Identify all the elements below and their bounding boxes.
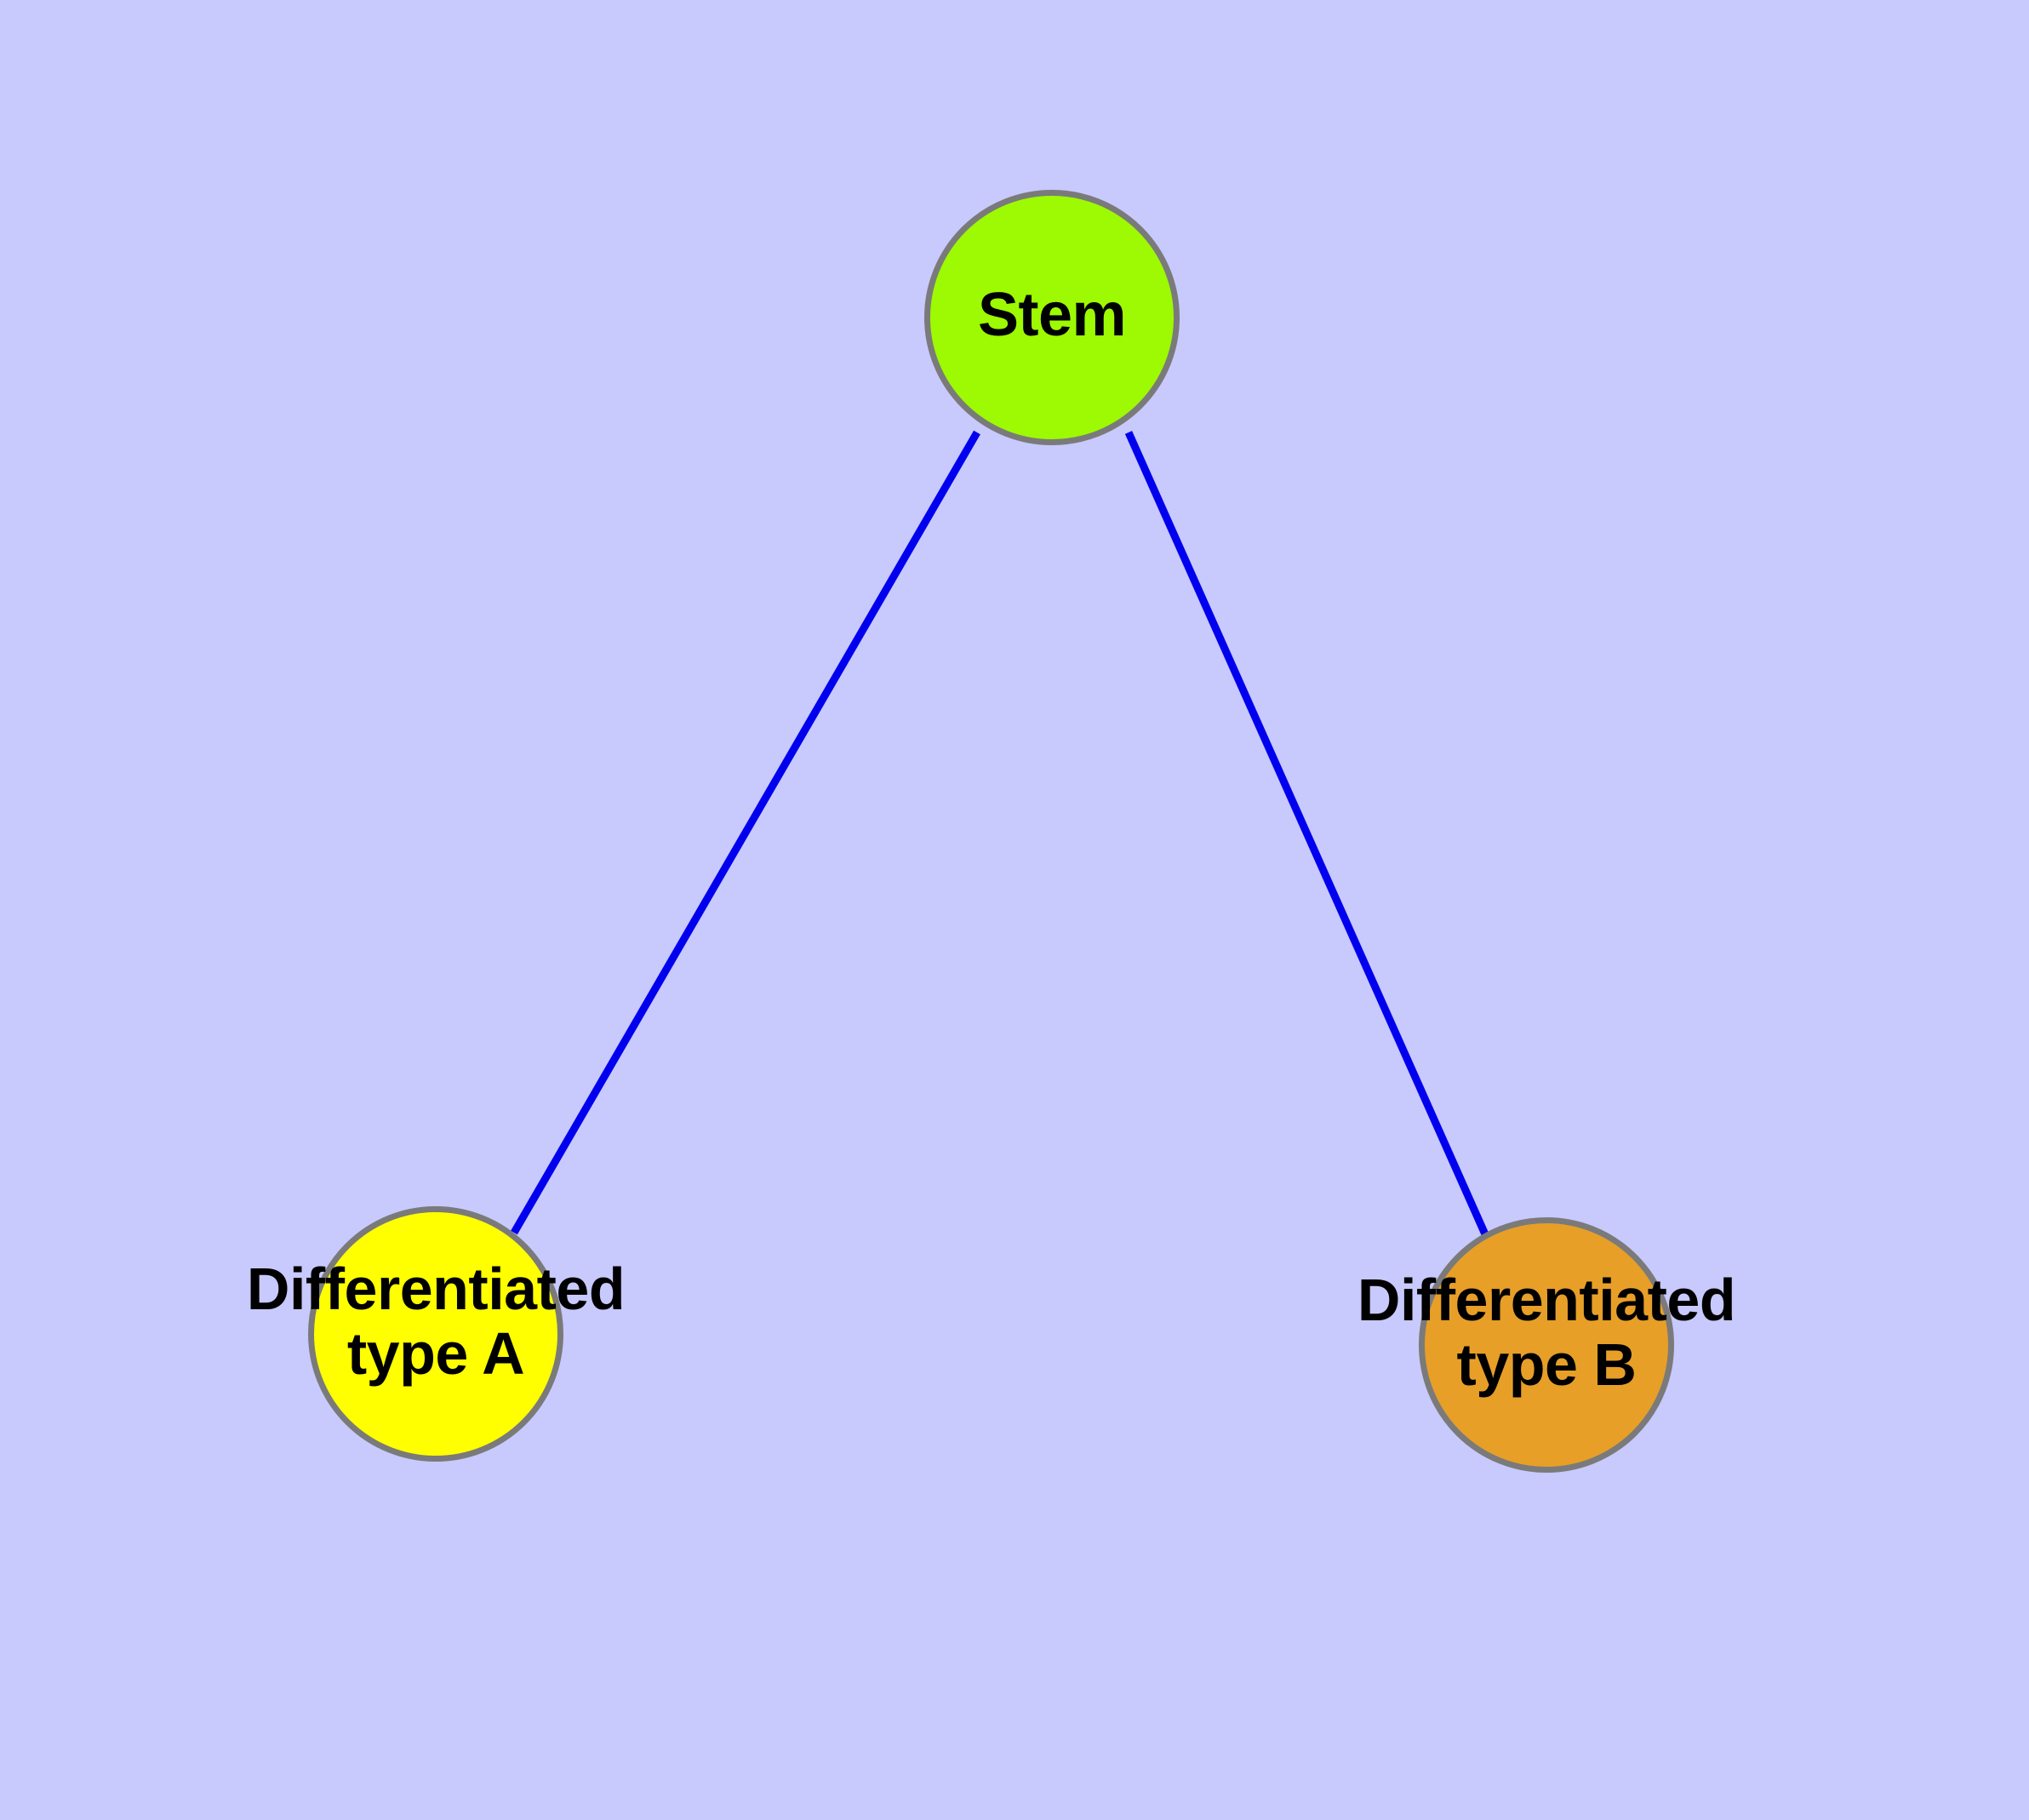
node-stem[interactable] <box>924 190 1180 445</box>
edge-stem-to-differentiated-b[interactable] <box>1124 431 1489 1236</box>
edge-stem-to-differentiated-a[interactable] <box>511 430 980 1235</box>
node-differentiated-type-b[interactable] <box>1419 1217 1674 1473</box>
node-differentiated-type-a[interactable] <box>308 1206 563 1462</box>
